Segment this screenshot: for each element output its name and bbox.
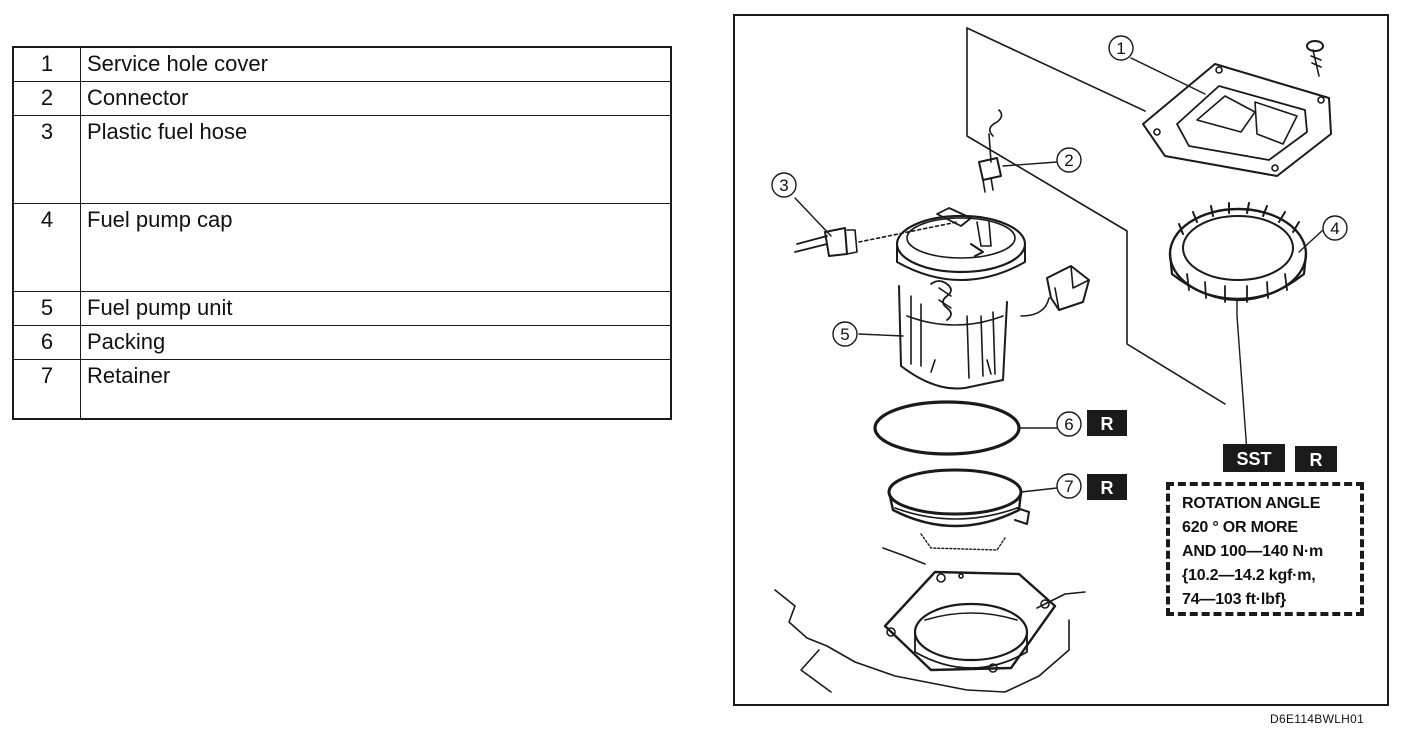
part-name: Service hole cover [80, 46, 672, 82]
callout-number: 7 [1064, 477, 1073, 496]
callout-2 [1056, 147, 1082, 173]
table-row: 6 Packing [12, 324, 672, 360]
callout-number: 4 [1330, 219, 1339, 238]
replace-badge [1295, 446, 1337, 472]
leader-lines [794, 57, 1324, 493]
part-number: 5 [12, 290, 81, 326]
replace-badge [1087, 410, 1127, 436]
callout-6 [1056, 411, 1082, 437]
spec-line: 74—103 ft·lbf} [1182, 591, 1286, 608]
part-name: Fuel pump cap [80, 202, 672, 292]
sst-badge-label: SST [1236, 449, 1271, 469]
callout-number: 6 [1064, 415, 1073, 434]
callout-number: 1 [1116, 39, 1125, 58]
fuel-pump-cap-drawing [1168, 202, 1308, 303]
callout-3 [771, 172, 797, 198]
part-name: Plastic fuel hose [80, 114, 672, 204]
replace-badge [1087, 474, 1127, 500]
part-name: Connector [80, 80, 672, 116]
callout-number: 3 [779, 176, 788, 195]
callout-1 [1108, 35, 1134, 61]
spec-line: {10.2—14.2 kgf·m, [1182, 567, 1316, 584]
table-row: 1 Service hole cover [12, 46, 672, 82]
plastic-fuel-hose-drawing [794, 221, 958, 257]
table-row: 5 Fuel pump unit [12, 290, 672, 326]
connector-drawing [978, 109, 1003, 193]
fuel-pump-diagram: 1 2 3 4 5 6 7 R R SST R [771, 27, 1348, 693]
table-row: 2 Connector [12, 80, 672, 116]
callout-4 [1322, 215, 1348, 241]
part-name: Fuel pump unit [80, 290, 672, 326]
replace-badge-label: R [1101, 478, 1114, 498]
fuel-pump-unit-drawing [895, 207, 1090, 390]
body-panel-outline [966, 27, 1146, 112]
part-number: 1 [12, 46, 81, 82]
exploded-view-figure: 1 2 3 4 5 6 7 R R SST R [733, 14, 1389, 706]
replace-badge-label: R [1310, 450, 1323, 470]
part-number: 7 [12, 358, 81, 420]
service-hole-cover-drawing [1142, 40, 1332, 177]
callouts [771, 35, 1348, 499]
table-row: 7 Retainer [12, 358, 672, 420]
part-name: Packing [80, 324, 672, 360]
spec-line: ROTATION ANGLE [1182, 495, 1321, 512]
table-row: 4 Fuel pump cap [12, 202, 672, 292]
part-number: 6 [12, 324, 81, 360]
table-row: 3 Plastic fuel hose [12, 114, 672, 204]
fuel-tank-opening-drawing [774, 547, 1086, 693]
replace-badge-label: R [1101, 414, 1114, 434]
callout-number: 2 [1064, 151, 1073, 170]
part-name: Retainer [80, 358, 672, 420]
retainer-drawing [887, 468, 1030, 551]
part-number: 4 [12, 202, 81, 292]
spec-line: 620 ° OR MORE [1182, 519, 1298, 536]
torque-spec-box: ROTATION ANGLE 620 ° OR MORE AND 100—140… [1166, 482, 1364, 616]
part-number: 2 [12, 80, 81, 116]
parts-table: 1 Service hole cover 2 Connector 3 Plast… [12, 46, 672, 420]
packing-drawing [873, 400, 1021, 456]
figure-id: D6E114BWLH01 [1270, 712, 1365, 726]
sst-badge [1223, 444, 1285, 472]
callout-5 [832, 321, 858, 347]
callout-number: 5 [840, 325, 849, 344]
spec-line: AND 100—140 N·m [1182, 543, 1324, 560]
callout-7 [1056, 473, 1082, 499]
part-number: 3 [12, 114, 81, 204]
body-panel-outline [966, 27, 1226, 405]
